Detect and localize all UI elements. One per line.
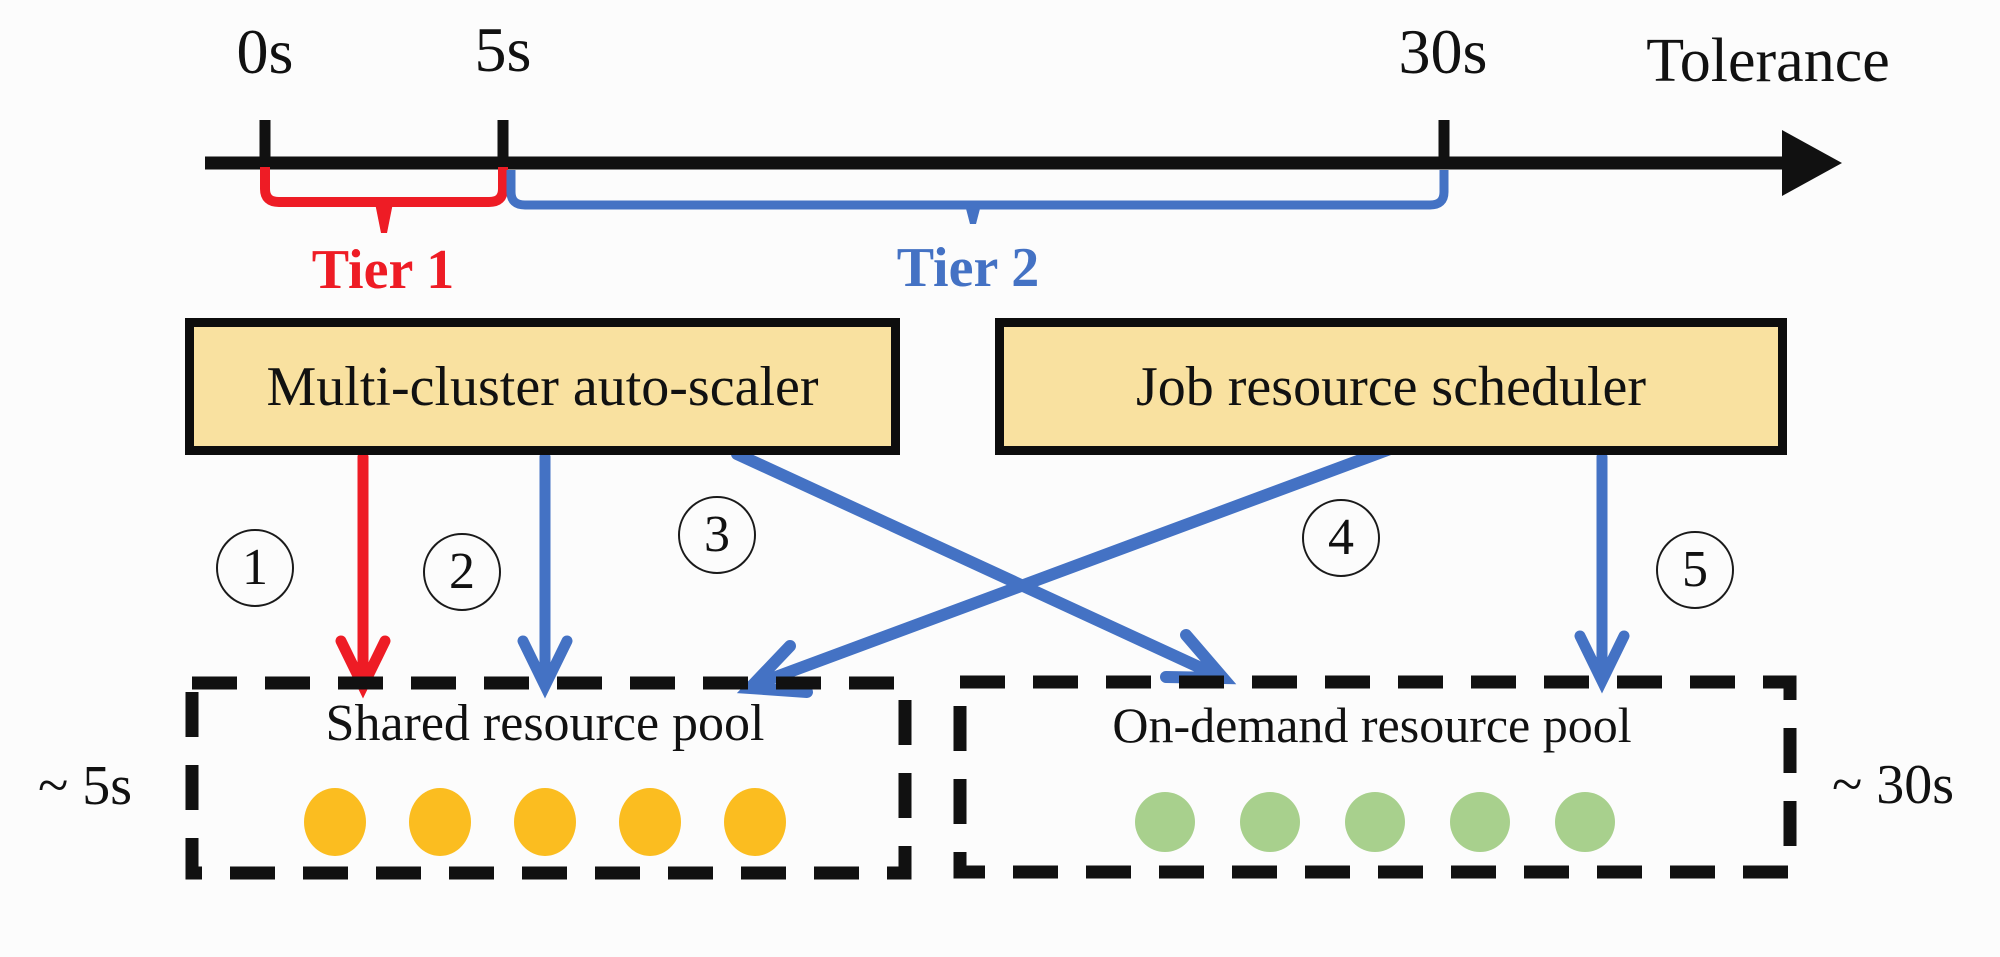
shared-pool-label: Shared resource pool	[325, 695, 765, 752]
arrow-2-scaler-to-shared	[517, 451, 573, 699]
arrow-4-scheduler-to-shared	[736, 443, 1396, 698]
ondemand-node-dot	[1450, 792, 1510, 852]
job-resource-scheduler-box: Job resource scheduler	[995, 318, 1787, 455]
shared-pool-latency-label: ~ 5s	[37, 755, 133, 817]
tier1-label: Tier 1	[311, 239, 455, 301]
ondemand-pool-latency-label: ~ 30s	[1831, 754, 1955, 816]
arrow-3-scaler-to-ondemand	[731, 448, 1237, 685]
arrow-5-badge: 5	[1656, 531, 1734, 609]
arrow-5-scheduler-to-ondemand	[1574, 451, 1630, 694]
ondemand-pool-label: On-demand resource pool	[1112, 697, 1632, 753]
job-resource-scheduler-label: Job resource scheduler	[1135, 355, 1646, 418]
ondemand-node-dot	[1240, 792, 1300, 852]
arrow-4-badge: 4	[1302, 499, 1380, 577]
multi-cluster-auto-scaler-box: Multi-cluster auto-scaler	[185, 318, 900, 455]
arrow-2-badge: 2	[423, 533, 501, 611]
tier2-brace	[506, 170, 1449, 224]
axis-label-tolerance: Tolerance	[1646, 27, 1890, 95]
arrow-3-badge: 3	[678, 496, 756, 574]
tolerance-axis	[205, 120, 1842, 196]
tick-label-30s: 30s	[1398, 16, 1488, 87]
arrow-1-badge: 1	[216, 529, 294, 607]
ondemand-node-dot	[1345, 792, 1405, 852]
multi-cluster-auto-scaler-label: Multi-cluster auto-scaler	[266, 355, 819, 418]
shared-node-dot	[514, 788, 576, 856]
shared-node-dot	[409, 788, 471, 856]
tier1-brace	[260, 167, 508, 233]
ondemand-node-dot	[1135, 792, 1195, 852]
shared-pool-nodes	[304, 788, 786, 856]
shared-node-dot	[619, 788, 681, 856]
axis-arrowhead-icon	[1782, 130, 1842, 196]
tier2-label: Tier 2	[896, 237, 1040, 299]
shared-node-dot	[724, 788, 786, 856]
shared-node-dot	[304, 788, 366, 856]
arrow-1-scaler-to-shared	[335, 451, 391, 699]
ondemand-pool-nodes	[1135, 792, 1615, 852]
tick-label-5s: 5s	[474, 14, 532, 85]
tick-label-0s: 0s	[236, 16, 294, 87]
ondemand-node-dot	[1555, 792, 1615, 852]
